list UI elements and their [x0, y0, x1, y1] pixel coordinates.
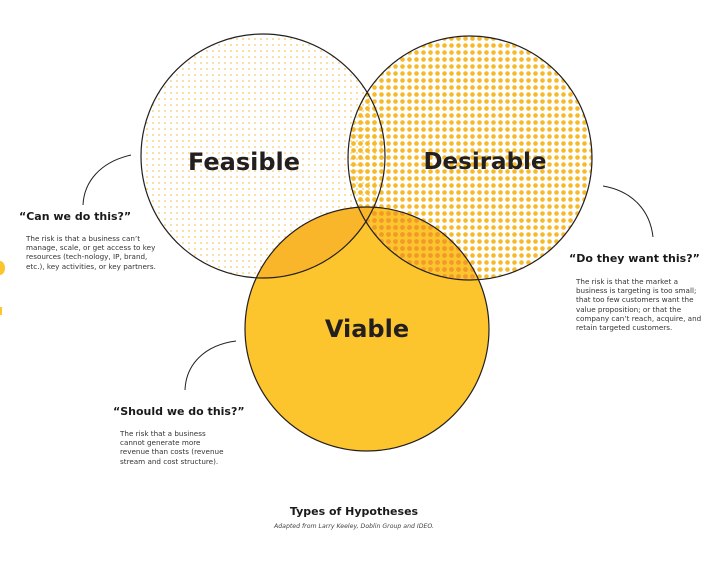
- desirable-connector-line: [602, 185, 654, 238]
- feasible-viable-overlap: [245, 207, 385, 278]
- desirable-question-body: The risk is that the market a business i…: [576, 277, 702, 333]
- desirable-label: Desirable: [423, 149, 546, 175]
- diagram-attribution: Adapted from Larry Keeley, Doblin Group …: [274, 523, 434, 530]
- viable-label: Viable: [325, 315, 409, 343]
- viable-question-body: The risk that a business cannot generate…: [120, 429, 224, 466]
- feasible-connector-line: [82, 154, 132, 206]
- viable-connector-line: [184, 340, 237, 391]
- viable-circle-outline: [244, 206, 490, 452]
- edge-accent-mark: [0, 261, 5, 315]
- desirable-question-heading: “Do they want this?”: [569, 252, 700, 265]
- desirable-circle-outline: [347, 35, 593, 281]
- feasible-question-heading: “Can we do this?”: [19, 210, 132, 223]
- diagram-title: Types of Hypotheses: [289, 505, 419, 518]
- desirable-viable-overlap: [348, 207, 489, 280]
- feasible-label: Feasible: [188, 148, 300, 176]
- viable-question-heading: “Should we do this?”: [113, 405, 245, 418]
- feasible-circle-outline: [140, 33, 386, 279]
- feasible-question-body: The risk is that a business can’t manage…: [26, 234, 156, 271]
